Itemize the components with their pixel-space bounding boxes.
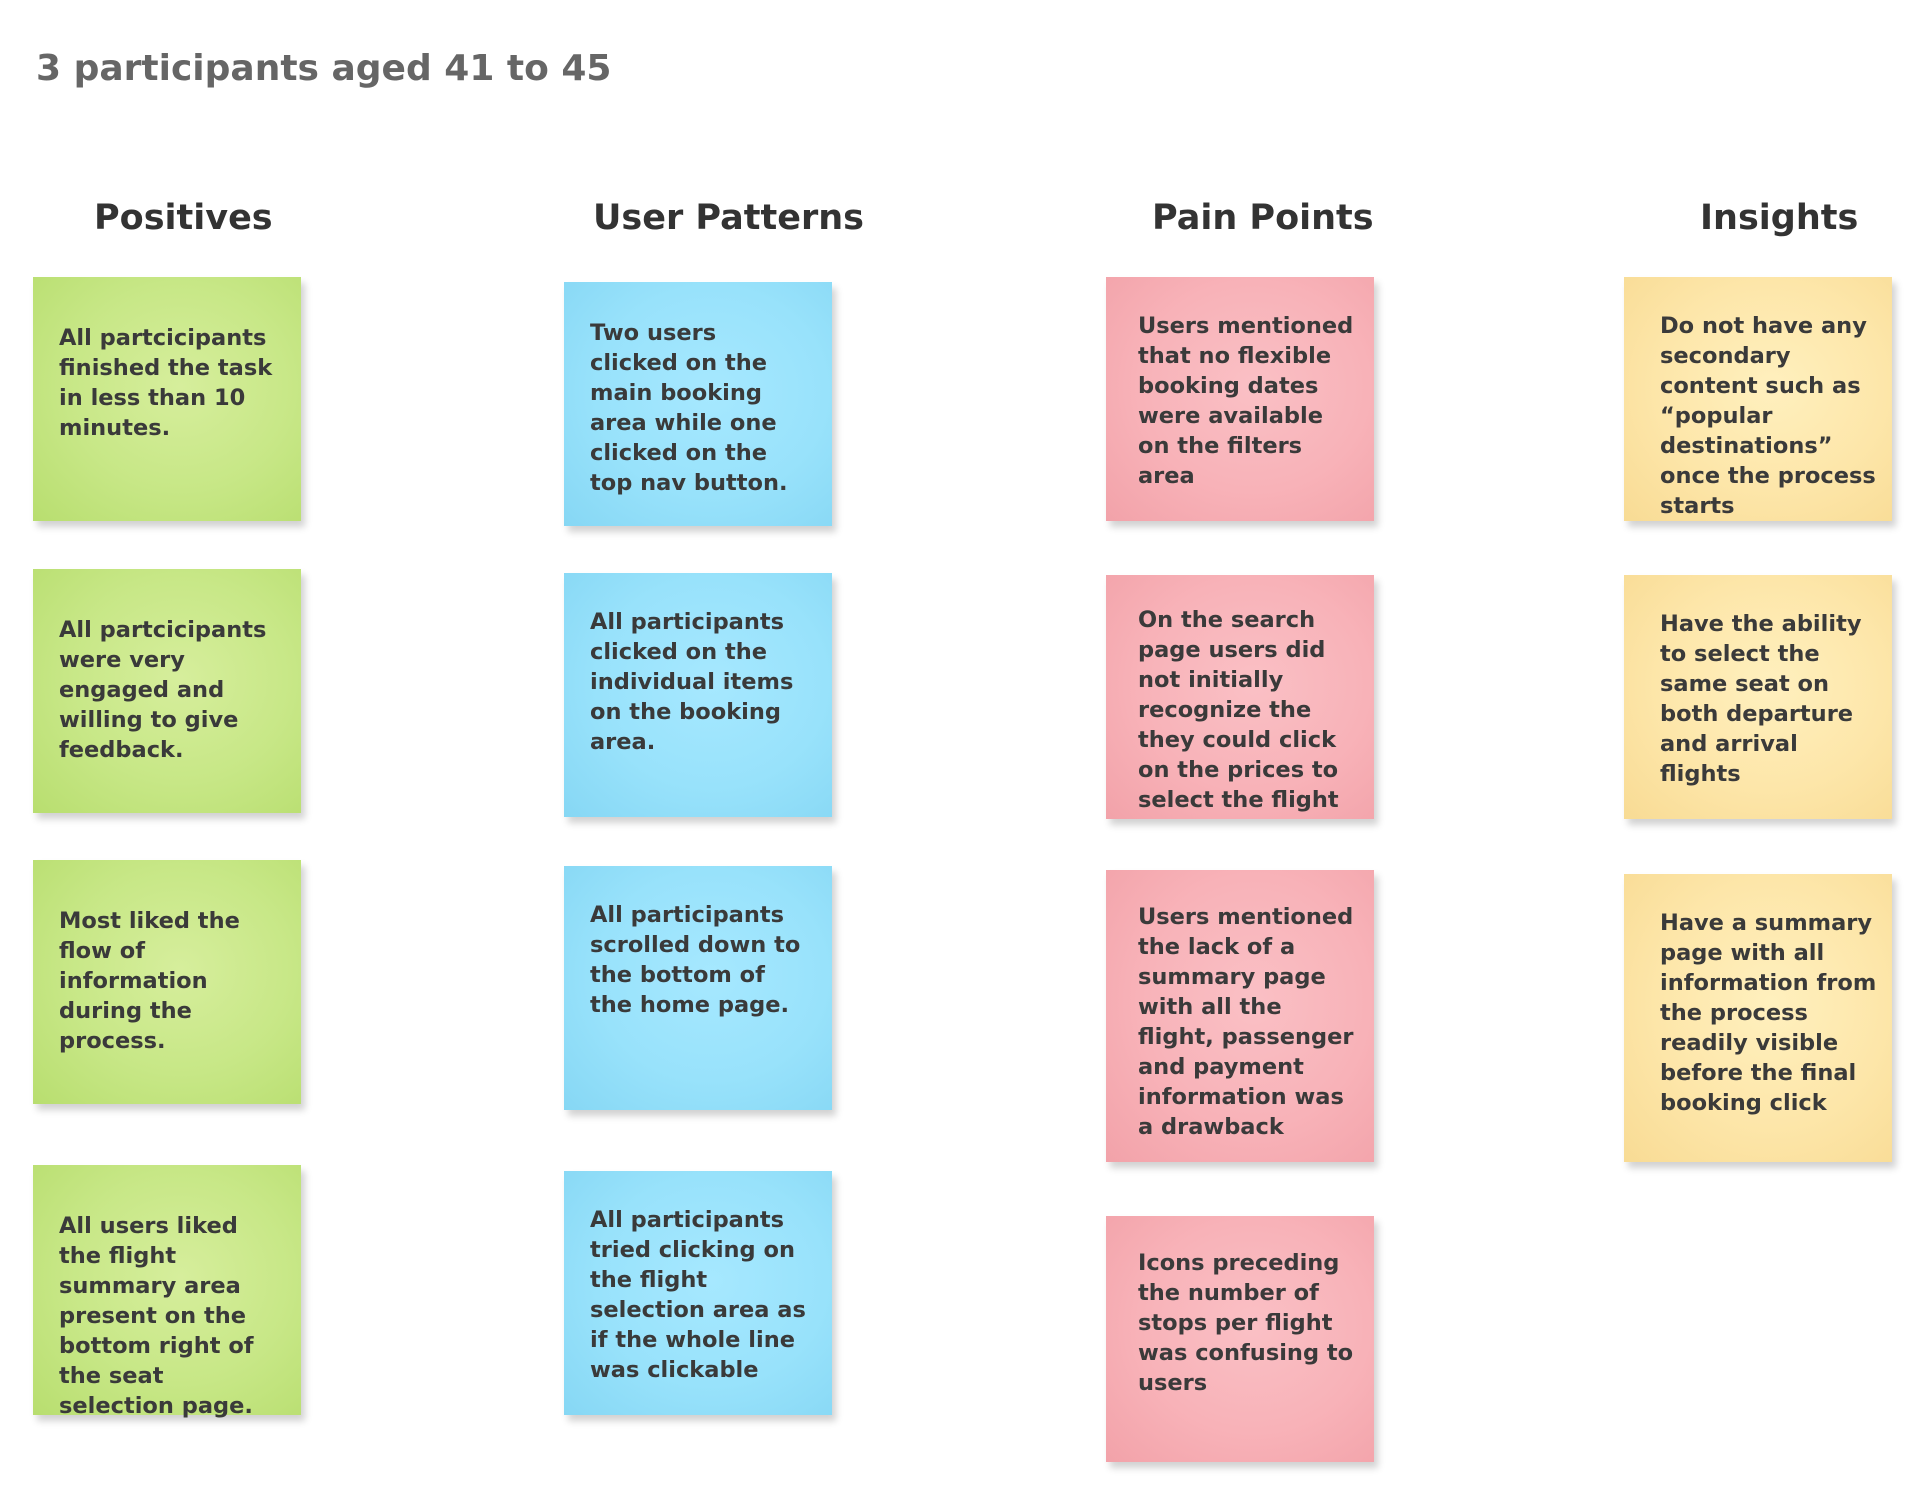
note-text: All users liked the flight summary area … [59, 1213, 254, 1419]
sticky-note-insight[interactable]: Do not have any secondary content such a… [1624, 277, 1892, 521]
column-header-user-patterns: User Patterns [593, 198, 864, 238]
note-text: All partcicipants were very engaged and … [59, 617, 267, 763]
sticky-note-positive[interactable]: All users liked the flight summary area … [33, 1165, 301, 1419]
note-text: Most liked the flow of information durin… [59, 908, 240, 1054]
sticky-note-user-pattern[interactable]: All participants clicked on the individu… [564, 573, 832, 817]
sticky-note-insight[interactable]: Have the ability to select the same seat… [1624, 575, 1892, 819]
note-text: Icons preceding the number of stops per … [1138, 1250, 1354, 1396]
note-text: Two users clicked on the main booking ar… [590, 320, 788, 496]
sticky-note-user-pattern[interactable]: All participants tried clicking on the f… [564, 1171, 832, 1415]
sticky-note-user-pattern[interactable]: All participants scrolled down to the bo… [564, 866, 832, 1110]
note-text: Do not have any secondary content such a… [1660, 313, 1876, 519]
sticky-note-positive[interactable]: All partcicipants finished the task in l… [33, 277, 301, 521]
column-header-insights: Insights [1700, 198, 1859, 238]
column-header-positives: Positives [94, 198, 273, 238]
note-text: All participants tried clicking on the f… [590, 1207, 806, 1383]
note-text: Users mentioned the lack of a summary pa… [1138, 904, 1354, 1140]
note-text: All participants clicked on the individu… [590, 609, 794, 755]
sticky-note-pain-point[interactable]: Icons preceding the number of stops per … [1106, 1216, 1374, 1462]
note-text: All participants scrolled down to the bo… [590, 902, 801, 1018]
note-text: Users mentioned that no flexible booking… [1138, 313, 1354, 489]
page-title: 3 participants aged 41 to 45 [36, 48, 612, 89]
note-text: All partcicipants finished the task in l… [59, 325, 273, 441]
note-text: Have a summary page with all information… [1660, 910, 1877, 1116]
sticky-note-positive[interactable]: Most liked the flow of information durin… [33, 860, 301, 1104]
note-text: On the search page users did not initial… [1138, 607, 1339, 813]
sticky-note-user-pattern[interactable]: Two users clicked on the main booking ar… [564, 282, 832, 526]
sticky-note-insight[interactable]: Have a summary page with all information… [1624, 874, 1892, 1162]
sticky-note-pain-point[interactable]: Users mentioned the lack of a summary pa… [1106, 870, 1374, 1162]
note-text: Have the ability to select the same seat… [1660, 611, 1862, 787]
column-header-pain-points: Pain Points [1152, 198, 1374, 238]
sticky-note-positive[interactable]: All partcicipants were very engaged and … [33, 569, 301, 813]
sticky-note-pain-point[interactable]: Users mentioned that no flexible booking… [1106, 277, 1374, 521]
sticky-note-pain-point[interactable]: On the search page users did not initial… [1106, 575, 1374, 819]
